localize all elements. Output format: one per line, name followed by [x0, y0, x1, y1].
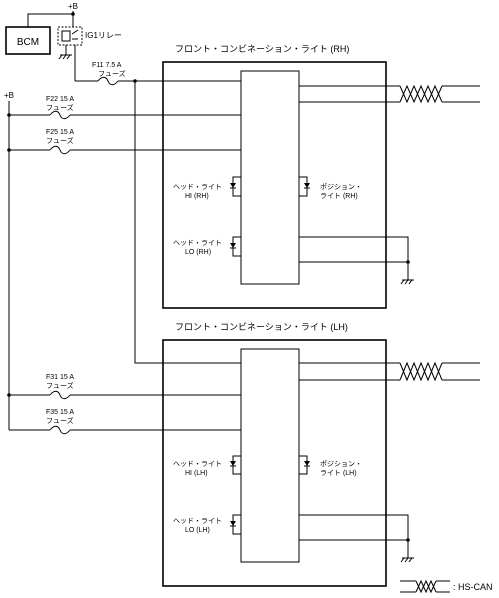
rh-lo-led-icon	[230, 243, 236, 249]
bcm-label: BCM	[17, 37, 39, 48]
fuse-f11-name: F11 7.5 A	[92, 62, 122, 69]
ig1-relay-box	[57, 26, 83, 46]
plus-b-label-top: +B	[68, 2, 78, 11]
fuse-f31-name: F31 15 A	[46, 374, 74, 381]
plus-b-label-left: +B	[4, 91, 14, 100]
lh-outer-box	[162, 339, 387, 587]
lh-title: フロント・コンビネーション・ライト (LH)	[175, 322, 348, 332]
lh-ground-icon	[400, 557, 414, 563]
fuse-f25-name: F25 15 A	[46, 129, 74, 136]
fuse-f22-type: フューズ	[46, 103, 74, 112]
legend-hs-can: : HS-CAN	[400, 579, 493, 594]
lh-can-twist-icon	[399, 361, 480, 382]
rh-hi-label-2: HI (RH)	[185, 193, 209, 200]
rh-pos-label-2: ライト (RH)	[320, 192, 358, 200]
rh-light-unit: フロント・コンビネーション・ライト (RH) ヘッド・ライト HI (RH) ポ…	[162, 44, 480, 309]
lh-module-box	[240, 348, 300, 563]
fuse-f25-icon	[49, 145, 71, 155]
lh-lo-label-2: LO (LH)	[185, 527, 210, 534]
rh-pos-label-1: ポジション・	[320, 183, 362, 191]
lh-position-led-icon	[304, 461, 310, 467]
lh-hi-label-1: ヘッド・ライト	[173, 460, 222, 468]
fuse-f11-type: フューズ	[98, 69, 126, 78]
fuse-f35-name: F35 15 A	[46, 409, 74, 416]
lh-light-unit: フロント・コンビネーション・ライト (LH) ヘッド・ライト HI (LH) ポ…	[162, 322, 480, 587]
lh-pos-label-2: ライト (LH)	[320, 469, 357, 477]
rh-can-twist-icon	[399, 84, 480, 104]
fuse-f31-icon	[49, 390, 71, 400]
fuse-f35-type: フューズ	[46, 416, 74, 425]
rh-ground-icon	[400, 279, 414, 285]
ground-icon-relay	[58, 54, 72, 60]
lh-hi-led-icon	[230, 461, 236, 467]
rh-hi-label-1: ヘッド・ライト	[173, 183, 222, 191]
rh-outer-box	[162, 61, 387, 309]
fuse-f22-name: F22 15 A	[46, 96, 74, 103]
rh-position-led-icon	[304, 183, 310, 189]
fuse-f31-type: フューズ	[46, 381, 74, 390]
relay-coil-icon	[61, 30, 71, 42]
rh-module-box	[240, 70, 300, 285]
rh-hi-led-icon	[230, 183, 236, 189]
lh-lo-label-1: ヘッド・ライト	[173, 517, 222, 525]
fuse-f35-icon	[49, 425, 71, 435]
legend-label: : HS-CAN	[453, 582, 493, 592]
rh-title: フロント・コンビネーション・ライト (RH)	[175, 44, 349, 54]
fuse-f22-icon	[49, 110, 71, 120]
fuse-f11-icon	[97, 76, 119, 86]
ig1-relay-label: IG1リレー	[85, 31, 122, 40]
rh-lo-label-2: LO (RH)	[185, 249, 211, 256]
lh-hi-label-2: HI (LH)	[185, 470, 208, 477]
lh-lo-led-icon	[230, 521, 236, 527]
fuse-f25-type: フューズ	[46, 136, 74, 145]
lh-pos-label-1: ポジション・	[320, 460, 362, 468]
rh-lo-label-1: ヘッド・ライト	[173, 239, 222, 247]
